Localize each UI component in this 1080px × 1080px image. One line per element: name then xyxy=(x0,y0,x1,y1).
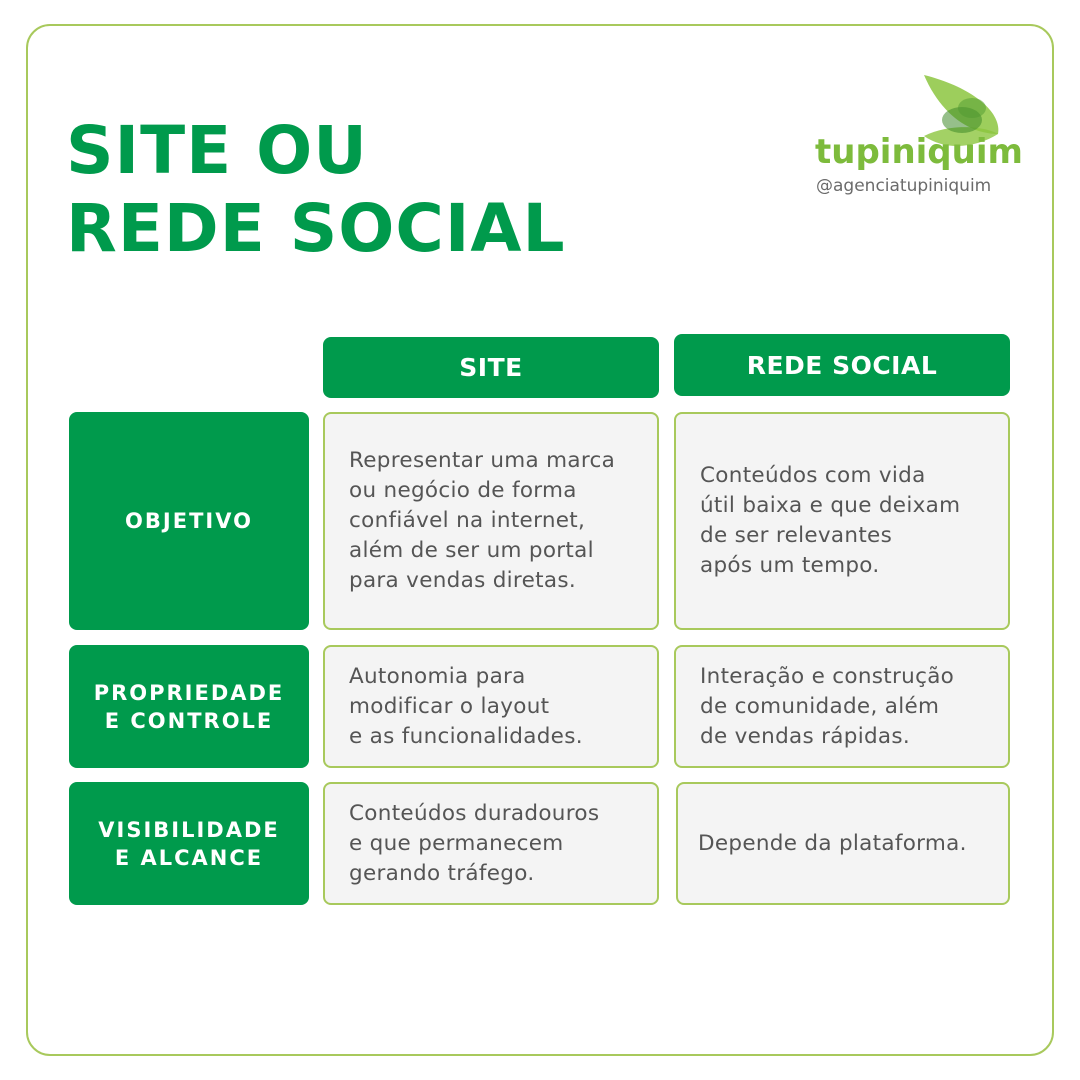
column-header-social: REDE SOCIAL xyxy=(674,334,1010,396)
row-label-objetivo: OBJETIVO xyxy=(69,412,309,630)
text-line: E CONTROLE xyxy=(104,708,274,733)
cell-social-objetivo: Conteúdos com vida útil baixa e que deixa… xyxy=(674,412,1010,630)
text-line: de comunidade, além xyxy=(700,693,940,719)
text-line: OBJETIVO xyxy=(125,509,253,533)
card-frame xyxy=(26,24,1054,1056)
row-label-propriedade: PROPRIEDADE E CONTROLE xyxy=(69,645,309,768)
text-line: ou negócio de forma xyxy=(349,478,577,503)
text-line: Conteúdos duradouros xyxy=(349,800,600,826)
cell-site-objetivo: Representar uma marca ou negócio de forma… xyxy=(323,412,659,630)
text-line: após um tempo. xyxy=(700,553,880,578)
text-line: Representar uma marca xyxy=(349,448,616,473)
title-line: SITE OU xyxy=(66,112,368,189)
text-line: de vendas rápidas. xyxy=(700,723,911,749)
column-header-site: SITE xyxy=(323,337,659,398)
cell-site-visibilidade: Conteúdos duradouros e que permanecem gera… xyxy=(323,782,659,905)
cell-site-propriedade: Autonomia para modificar o layout e as fun… xyxy=(323,645,659,768)
text-line: confiável na internet, xyxy=(349,508,586,533)
text-line: Depende da plataforma. xyxy=(698,830,967,856)
text-line: gerando tráfego. xyxy=(349,860,535,886)
text-line: Autonomia para xyxy=(349,663,526,689)
leaves-logo-icon xyxy=(924,75,999,147)
text-line: PROPRIEDADE xyxy=(93,680,285,705)
text-line: e que permanecem xyxy=(349,830,564,856)
text-line: E ALCANCE xyxy=(114,845,264,870)
text-line: e as funcionalidades. xyxy=(349,723,583,749)
page-title: SITE OU REDE SOCIAL xyxy=(66,112,566,268)
cell-social-propriedade: Interação e construção de comunidade, alé… xyxy=(674,645,1010,768)
text-line: modificar o layout xyxy=(349,693,550,719)
brand-name: tupiniquim xyxy=(815,132,1023,172)
text-line: Interação e construção xyxy=(700,663,955,689)
brand-handle: @agenciatupiniquim xyxy=(816,176,992,196)
title-line: REDE SOCIAL xyxy=(66,190,566,267)
text-line: Conteúdos com vida xyxy=(700,463,926,488)
text-line: útil baixa e que deixam xyxy=(700,493,961,518)
text-line: além de ser um portal xyxy=(349,538,594,563)
text-line: de ser relevantes xyxy=(700,523,893,548)
cell-social-visibilidade: Depende da plataforma. xyxy=(676,782,1010,905)
row-label-visibilidade: VISIBILIDADE E ALCANCE xyxy=(69,782,309,905)
text-line: para vendas diretas. xyxy=(349,568,576,593)
text-line: VISIBILIDADE xyxy=(98,817,280,842)
